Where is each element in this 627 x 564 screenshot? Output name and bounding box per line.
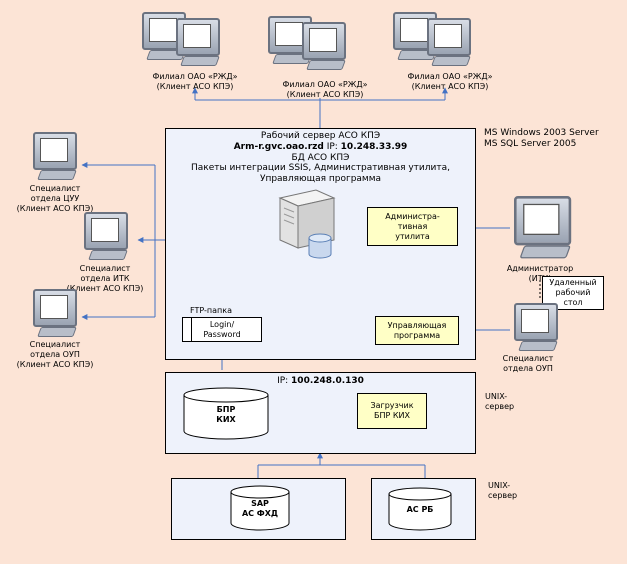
bpr-kih-loader-box: Загрузчик БПР КИХ	[357, 393, 427, 429]
monitor-icon	[176, 18, 222, 66]
server-host-line: Arm-r.gvc.oao.rzd IP: 10.248.33.99	[233, 142, 408, 152]
administrator-label: Администратор (ИТК)	[506, 264, 574, 283]
admin-utility-box: Администра- тивная утилита	[367, 207, 458, 246]
unix-ip: IP: 100.248.0.130	[277, 376, 364, 386]
branch-workstation-1	[142, 8, 232, 68]
specialist-oup-right-label: Специалист отдела ОУП	[502, 354, 554, 373]
server-title: Рабочий сервер АСО КПЭ	[260, 131, 381, 141]
database-icon	[308, 233, 332, 259]
branch-label-3: Филиал ОАО «РЖД» (Клиент АСО КПЭ)	[407, 72, 493, 91]
ftp-folder-label: FTP-папка	[190, 306, 232, 315]
branch-label-2: Филиал ОАО «РЖД» (Клиент АСО КПЭ)	[282, 80, 368, 99]
specialist-cuu-monitor-icon	[33, 132, 79, 180]
control-program-box: Управляющая программа	[375, 316, 459, 345]
specialist-itk-label: Специалист отдела ИТК (Клиент АСО КПЭ)	[66, 264, 144, 293]
unix-server-label: UNIX- сервер	[485, 392, 515, 411]
monitor-icon	[302, 22, 348, 70]
branch-workstation-2	[268, 12, 358, 72]
specialist-cuu-label: Специалист отдела ЦУУ (Клиент АСО КПЭ)	[16, 184, 94, 213]
bottom-unix-label: UNIX- сервер	[488, 481, 518, 500]
bpr-kih-database: БПР КИХ	[183, 387, 269, 441]
login-password-box: Login/ Password	[182, 317, 262, 342]
os-note: MS Windows 2003 Server MS SQL Server 200…	[484, 128, 599, 149]
sap-fhd-database: SAP АС ФХД	[230, 485, 290, 531]
specialist-oup-monitor-icon	[33, 289, 79, 337]
server-db: БД АСО КПЭ	[291, 153, 350, 163]
specialist-oup-right-monitor-icon	[514, 303, 560, 351]
as-rb-database: АС РБ	[388, 487, 452, 531]
branch-workstation-3	[393, 8, 483, 68]
remote-desktop-box: Удаленный рабочий стол	[542, 276, 604, 310]
specialist-oup-label: Специалист отдела ОУП (Клиент АСО КПЭ)	[16, 340, 94, 369]
monitor-icon	[427, 18, 473, 66]
server-packages: Пакеты интеграции SSIS, Административная…	[190, 163, 450, 184]
branch-label-1: Филиал ОАО «РЖД» (Клиент АСО КПЭ)	[152, 72, 238, 91]
specialist-itk-monitor-icon	[84, 212, 130, 260]
administrator-monitor-icon	[514, 196, 592, 277]
